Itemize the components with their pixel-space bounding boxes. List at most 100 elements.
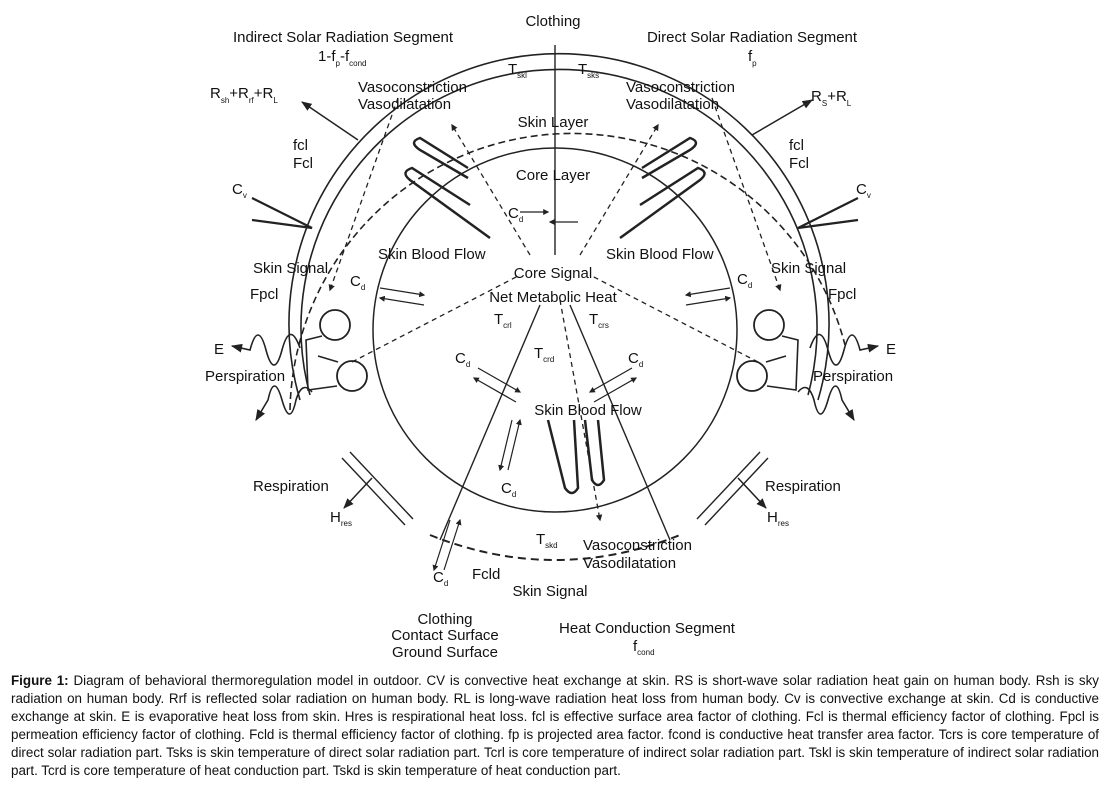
t-sks-label: Tsks xyxy=(578,61,599,80)
cv-right: Cv xyxy=(856,181,871,200)
cd-core: Cd xyxy=(508,205,523,224)
clothing-label-top: Clothing xyxy=(525,13,580,30)
figure-caption: Figure 1: Diagram of behavioral thermore… xyxy=(11,672,1099,780)
cd-left: Cd xyxy=(350,273,365,292)
clothing-dashed-ring xyxy=(289,132,846,411)
signal-to-vaso-left xyxy=(451,123,531,256)
radiation-arrow-right xyxy=(751,99,813,136)
radiation-arrow-left xyxy=(301,101,359,141)
respiration-left: Respiration xyxy=(253,478,329,495)
direct-segment-label: Direct Solar Radiation Segment xyxy=(647,29,858,46)
sweat-duct-left xyxy=(305,335,339,391)
skin-blood-flow-right: Skin Blood Flow xyxy=(606,246,714,263)
cd-center-right: Cd xyxy=(628,350,643,369)
skin-signal-left: Skin Signal xyxy=(253,260,328,277)
conduction-right-arrow-a xyxy=(684,287,731,298)
skin-blood-flow-bottom: Skin Blood Flow xyxy=(534,402,642,419)
radiation-label-left: Rsh+Rrf+RL xyxy=(210,85,278,105)
f-cond-label: fcond xyxy=(633,638,655,657)
blood-flow-loop-bottom xyxy=(546,419,606,495)
divider-lower-right-b xyxy=(696,451,761,520)
conduction-center-left-b xyxy=(472,377,517,403)
ground-surface-label: Ground Surface xyxy=(392,644,498,661)
evaporation-wave-left-upper xyxy=(230,333,301,366)
skin-signal-left-to-core xyxy=(351,274,521,363)
skin-blood-flow-left: Skin Blood Flow xyxy=(378,246,486,263)
perspiration-right: Perspiration xyxy=(813,368,893,385)
conduction-center-left-a xyxy=(477,367,522,393)
thermoregulation-diagram: Clothing Indirect Solar Radiation Segmen… xyxy=(205,13,896,661)
fpcl-right: Fpcl xyxy=(828,286,856,303)
conduction-center-right-b xyxy=(593,377,638,403)
vasodilatation-right: Vasodilatation xyxy=(626,96,719,113)
Fcl-left: Fcl xyxy=(293,155,313,172)
cd-center-left: Cd xyxy=(455,350,470,369)
sweat-gland-right-lower xyxy=(736,360,768,392)
skin-outer-ring xyxy=(288,52,830,401)
core-signal-label: Core Signal xyxy=(514,265,592,282)
convection-wedge-right xyxy=(797,197,859,230)
vasodilatation-bottom: Vasodilatation xyxy=(583,555,676,572)
skin-inner-ring xyxy=(300,68,818,396)
figure-label: Figure 1: xyxy=(11,673,69,688)
vasoconstriction-left: Vasoconstriction xyxy=(358,79,467,96)
direct-factor: fp xyxy=(748,48,757,68)
conduction-dashed-ring xyxy=(429,534,681,561)
t-crs-label: Tcrs xyxy=(589,311,609,330)
t-crd-label: Tcrd xyxy=(534,345,554,364)
indirect-segment-label: Indirect Solar Radiation Segment xyxy=(233,29,454,46)
heat-conduction-segment-label: Heat Conduction Segment xyxy=(559,620,736,637)
evaporation-wave-right-lower xyxy=(797,385,855,421)
fcl-right: fcl xyxy=(789,137,804,154)
respiration-right: Respiration xyxy=(765,478,841,495)
conduction-center-right-a xyxy=(588,367,633,393)
conduction-ground-arrow-a xyxy=(432,519,451,572)
divider-lower-left-a xyxy=(341,457,406,526)
blood-flow-loop-right xyxy=(619,136,706,240)
sweat-gland-left-lower xyxy=(336,360,368,392)
e-right: E xyxy=(886,341,896,358)
vasoconstriction-bottom: Vasoconstriction xyxy=(583,537,692,554)
conduction-left-arrow-a xyxy=(379,287,426,298)
skin-signal-bottom: Skin Signal xyxy=(512,583,587,600)
t-skd-label: Tskd xyxy=(536,531,558,550)
e-left: E xyxy=(214,341,224,358)
signal-to-vaso-right xyxy=(579,123,659,256)
Fcl-right: Fcl xyxy=(789,155,809,172)
vasodilatation-left: Vasodilatation xyxy=(358,96,451,113)
evaporation-wave-left-lower xyxy=(255,385,313,421)
skin-layer-label: Skin Layer xyxy=(518,114,589,131)
t-crl-label: Tcrl xyxy=(494,311,512,330)
fcl-left: fcl xyxy=(293,137,308,154)
clothing-label-bottom: Clothing xyxy=(417,611,472,628)
cd-lower: Cd xyxy=(501,480,516,499)
signal-to-vaso-bottom xyxy=(559,299,603,522)
sweat-gland-right-upper xyxy=(753,309,785,341)
divider-right xyxy=(569,304,671,541)
net-metabolic-heat-label: Net Metabolic Heat xyxy=(489,289,617,306)
respiration-arrow-left xyxy=(343,477,373,509)
indirect-factor: 1-fp-fcond xyxy=(318,48,367,68)
skin-signal-right: Skin Signal xyxy=(771,260,846,277)
perspiration-left: Perspiration xyxy=(205,368,285,385)
skin-signal-right-to-core xyxy=(589,274,759,363)
conduction-right-arrow-b xyxy=(685,295,732,306)
t-skl-label: Tskl xyxy=(508,61,527,80)
hres-right: Hres xyxy=(767,509,789,528)
divider-left xyxy=(439,304,541,541)
skin-signal-left xyxy=(328,97,399,292)
cd-ground: Cd xyxy=(433,569,448,588)
sweat-gland-left-upper xyxy=(319,309,351,341)
cd-right: Cd xyxy=(737,271,752,290)
cv-left: Cv xyxy=(232,181,247,200)
fcld-label: Fcld xyxy=(472,566,500,583)
divider-lower-right-a xyxy=(704,457,769,526)
divider-lower-left-b xyxy=(349,451,414,520)
evaporation-wave-right-upper xyxy=(809,333,880,366)
conduction-ground-arrow-b xyxy=(443,518,462,571)
hres-left: Hres xyxy=(330,509,352,528)
vasoconstriction-right: Vasoconstriction xyxy=(626,79,735,96)
contact-surface-label: Contact Surface xyxy=(391,627,499,644)
skin-signal-right xyxy=(711,97,782,292)
conduction-left-arrow-b xyxy=(378,295,425,306)
